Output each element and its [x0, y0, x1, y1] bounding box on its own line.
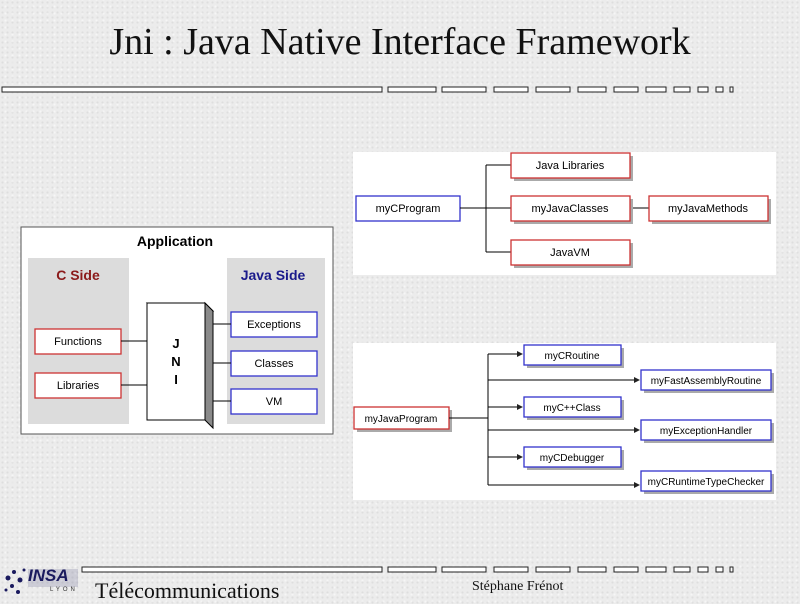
insa-logo-subtext: LYON [50, 587, 78, 593]
myfastassemblyroutine-box [640, 369, 772, 391]
classes-label: Classes [254, 358, 294, 370]
myexceptionhandler-box [640, 419, 772, 441]
classes-box [230, 350, 318, 377]
java-libraries-label: Java Libraries [536, 160, 605, 172]
diagram-app-title: Application [137, 233, 213, 249]
functions-box [34, 328, 122, 355]
c-calls-java-diagram: myCProgram Java Libraries myJavaClasses … [353, 152, 776, 275]
insa-logo-graphic [4, 568, 78, 594]
myfastassemblyroutine-label: myFastAssemblyRoutine [651, 376, 762, 387]
mycroutine-box [523, 344, 622, 366]
mycruntimetypechecker-label: myCRuntimeTypeChecker [648, 477, 765, 488]
mycprogram-label: myCProgram [376, 203, 441, 215]
jni-letter-i: I [174, 372, 178, 387]
top-separator [1, 86, 734, 93]
footer-author: Stéphane Frénot [472, 579, 564, 594]
exceptions-label: Exceptions [247, 319, 301, 331]
javavm-label: JavaVM [550, 247, 590, 259]
c-side-label: C Side [56, 267, 100, 283]
myjavamethods-label: myJavaMethods [668, 203, 749, 215]
jni-letter-n: N [171, 354, 180, 369]
insa-logo-text: INSA [28, 566, 69, 585]
slide-title: Jni : Java Native Interface Framework [109, 21, 691, 63]
mycdebugger-label: myCDebugger [540, 453, 605, 464]
myjavaprogram-label: myJavaProgram [365, 414, 438, 425]
exceptions-box [230, 311, 318, 338]
libraries-label: Libraries [57, 380, 100, 392]
java-side-label: Java Side [241, 267, 306, 283]
vm-label: VM [266, 396, 283, 408]
myjavamethods-box [648, 195, 769, 222]
mycruntimetypechecker-box [640, 470, 772, 492]
mycppclass-label: myC++Class [543, 403, 600, 414]
jni-letter-j: J [172, 336, 179, 351]
java-libraries-box [510, 152, 631, 179]
jni-block [146, 302, 206, 421]
myjavaclasses-box [510, 195, 631, 222]
mycroutine-label: myCRoutine [544, 351, 599, 362]
mycppclass-box [523, 396, 622, 418]
java-calls-c-diagram: myJavaProgram myCRoutine myFastAssemblyR… [353, 343, 776, 500]
myjavaclasses-label: myJavaClasses [531, 203, 609, 215]
libraries-box [34, 372, 122, 399]
functions-label: Functions [54, 336, 102, 348]
javavm-box [510, 239, 631, 266]
bottom-separator [81, 566, 734, 573]
myexceptionhandler-label: myExceptionHandler [660, 426, 753, 437]
jni-architecture-diagram: Application C Side Java Side J N I Funct… [20, 226, 334, 435]
mycdebugger-box [523, 446, 622, 468]
footer-department: Télécommunications [95, 578, 280, 603]
